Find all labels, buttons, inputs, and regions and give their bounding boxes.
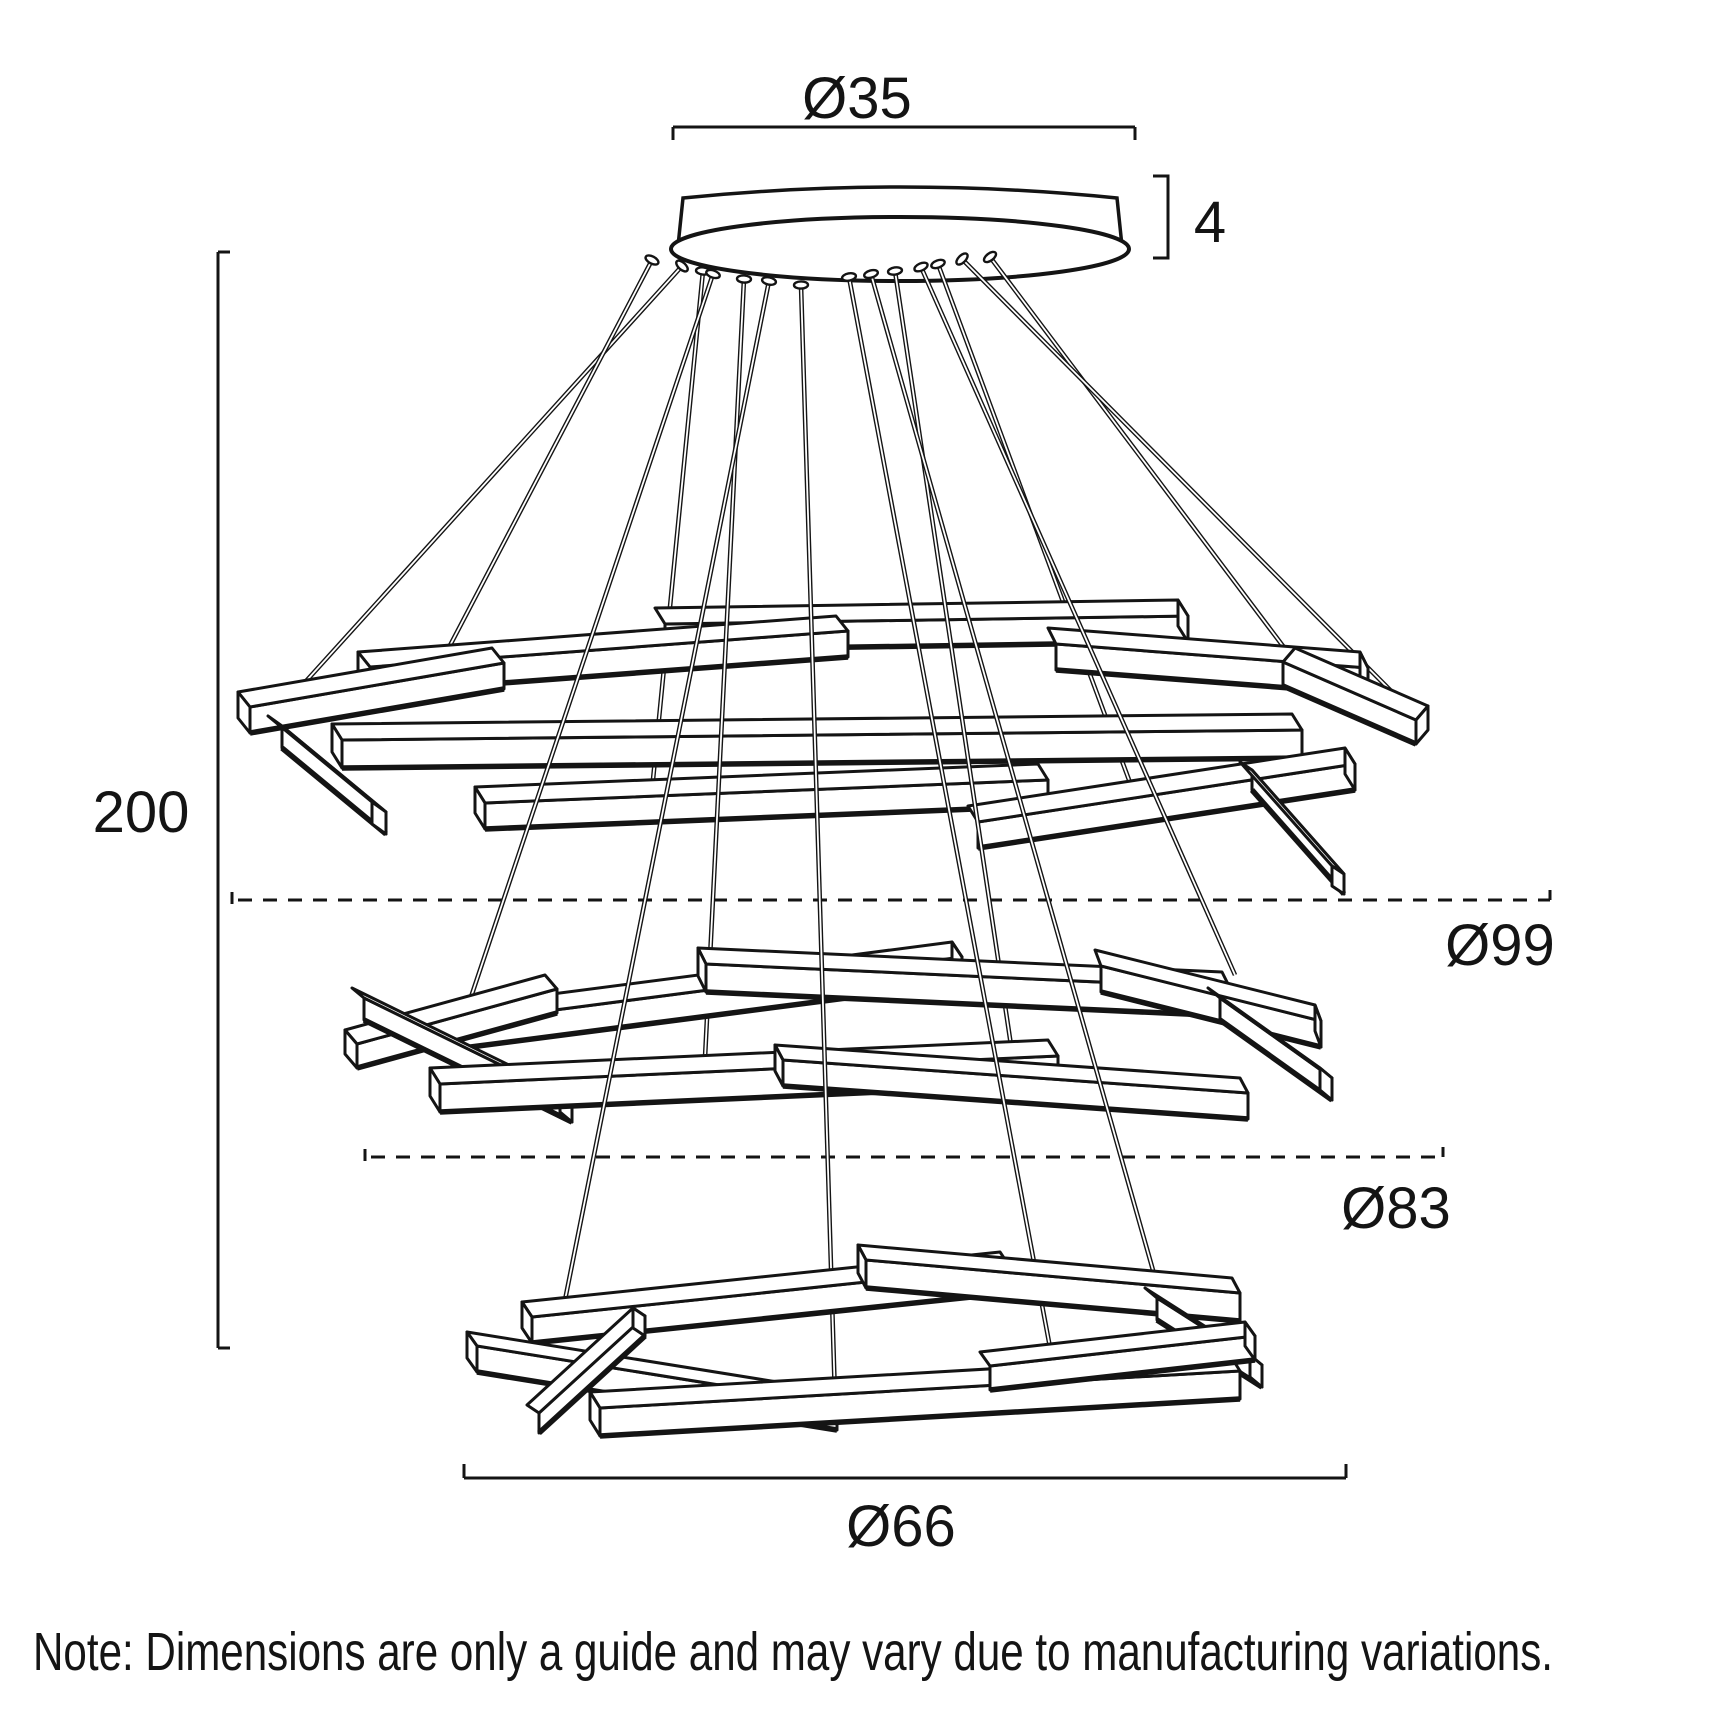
bar-end-cap xyxy=(1243,1320,1257,1362)
suspension-wire xyxy=(840,272,1061,1391)
tier3-diameter-line xyxy=(462,1464,1348,1480)
light-bar xyxy=(525,1306,647,1436)
dim-canopy-diameter: Ø35 xyxy=(671,66,1137,140)
wire-head-pin xyxy=(735,274,753,284)
wire-head-pin xyxy=(955,252,969,266)
tier2-diameter-label: Ø83 xyxy=(1341,1176,1451,1241)
suspension-wire xyxy=(982,250,1294,660)
bar-end-cap xyxy=(343,1028,359,1070)
wire-head-pin xyxy=(862,268,880,280)
bar-end-cap xyxy=(473,785,487,831)
bar-bottom-edge xyxy=(989,1357,1256,1393)
bar-end-cap xyxy=(428,1066,442,1114)
dim-tier2-diameter: Ø83 xyxy=(363,1147,1451,1241)
bar-end-cap xyxy=(856,1243,868,1290)
suspension-wire xyxy=(442,254,660,657)
bar-end-cap xyxy=(1343,746,1357,792)
bar-bottom-edge xyxy=(280,745,388,837)
bar-bottom-edge xyxy=(1249,788,1347,896)
light-bar xyxy=(1206,986,1334,1103)
canopy-diameter-label: Ø35 xyxy=(802,66,912,131)
fixture-drawing xyxy=(236,250,1430,1439)
dim-overall-height: 200 xyxy=(93,250,230,1350)
wire-head-pin xyxy=(792,280,810,290)
wire-head-pin xyxy=(705,268,721,280)
light-bar xyxy=(1238,760,1347,896)
bar-end-cap xyxy=(773,1043,785,1088)
bar-end-cap xyxy=(1330,864,1346,896)
bar-end-cap xyxy=(631,1306,647,1338)
overall-height-label: 200 xyxy=(93,780,190,845)
light-bar xyxy=(1093,948,1323,1050)
bar-end-cap xyxy=(1318,1066,1334,1102)
bar-end-cap xyxy=(588,1390,602,1438)
overall-height-line xyxy=(216,250,230,1350)
bar-end-cap xyxy=(465,1330,479,1374)
bar-bottom-edge xyxy=(1281,683,1418,747)
suspension-wire xyxy=(467,268,721,1001)
bar-end-cap xyxy=(1313,1003,1323,1049)
canopy-height-bracket xyxy=(1153,174,1170,260)
bar-end-cap xyxy=(236,690,252,735)
tier2-diameter-ticks xyxy=(363,1147,1445,1161)
bar-bottom-edge xyxy=(249,686,505,736)
bar-bottom-edge xyxy=(484,803,1049,832)
dim-tier1-diameter: Ø99 xyxy=(230,890,1555,978)
tier3-diameter-label: Ø66 xyxy=(846,1494,956,1559)
bar-bottom-edge xyxy=(537,1333,647,1436)
suspension-wire xyxy=(886,266,1015,1053)
tier1-diameter-ticks xyxy=(230,890,1552,904)
bar-bottom-edge xyxy=(1218,1017,1334,1103)
light-bar xyxy=(1281,646,1430,747)
ceiling-canopy xyxy=(669,185,1131,283)
bar-end-cap xyxy=(1248,1353,1264,1389)
wire-head-pin xyxy=(675,259,689,273)
light-bar xyxy=(856,1243,1242,1324)
bar-bottom-edge xyxy=(599,1396,1241,1439)
bar-end-cap xyxy=(330,722,344,770)
suspension-wire xyxy=(862,268,1163,1296)
wire-head-pin xyxy=(644,254,660,266)
tier1-diameter-label: Ø99 xyxy=(1445,913,1555,978)
wire-head-pin xyxy=(913,261,929,273)
wire-head-pin xyxy=(760,276,778,286)
dim-tier3-diameter: Ø66 xyxy=(462,1464,1348,1559)
dim-canopy-height: 4 xyxy=(1153,174,1226,260)
light-bar xyxy=(473,762,1050,832)
wire-head-pin xyxy=(840,272,858,282)
wire-head-pin xyxy=(982,250,998,264)
bar-end-cap xyxy=(370,800,388,836)
suspension-wire xyxy=(955,252,1407,707)
canopy-diameter-line xyxy=(671,125,1137,140)
light-bar xyxy=(773,1043,1250,1122)
suspension-wire xyxy=(913,261,1238,976)
suspension-wire xyxy=(557,276,778,1326)
suspension-wire xyxy=(702,274,753,1059)
suspension-wire xyxy=(792,280,838,1399)
note-text: Note: Dimensions are only a guide and ma… xyxy=(33,1622,1553,1682)
wire-head-pin xyxy=(930,258,946,270)
light-bar xyxy=(266,714,388,837)
bar-end-cap xyxy=(696,946,708,994)
wire-head-pin xyxy=(886,266,904,276)
bar-end-cap xyxy=(1414,704,1430,746)
canopy-height-label: 4 xyxy=(1194,190,1226,255)
light-bar xyxy=(236,646,506,736)
canopy-base-plate xyxy=(669,215,1131,283)
bar-bottom-edge xyxy=(705,989,1231,1019)
bar-bottom-edge xyxy=(782,1083,1249,1122)
light-bar xyxy=(978,1320,1257,1393)
suspension-wire xyxy=(296,259,689,692)
bar-bottom-edge xyxy=(1100,989,1322,1050)
